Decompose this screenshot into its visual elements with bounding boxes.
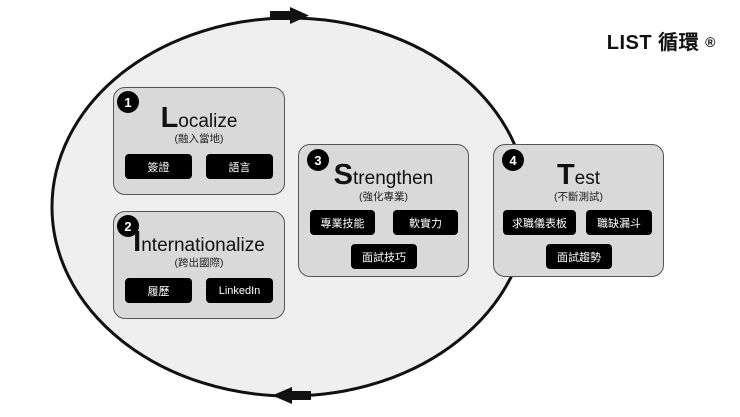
step-heading-rest: est [574,168,601,189]
step-number-badge: 4 [502,149,524,171]
title-text: LIST 循環 [606,32,700,54]
step-number-badge: 3 [307,149,329,171]
registered-mark: ® [705,34,716,50]
step-card-internationalize: 2 Internationalize (跨出國際) 履歷 LinkedIn [113,211,285,319]
step-heading-initial: T [556,159,575,191]
visa-button[interactable]: 簽證 [125,154,192,179]
step-heading: Test [494,159,663,192]
step-heading-initial: L [160,102,179,134]
step-card-localize: 1 Localize (融入當地) 簽證 語言 [113,87,285,195]
step-heading-rest: trengthen [353,168,434,189]
interview-skills-button[interactable]: 面試技巧 [351,244,417,269]
soft-skills-button[interactable]: 軟實力 [393,210,458,235]
resume-button[interactable]: 履歷 [125,278,192,303]
arrow-right-icon [270,7,309,24]
step-number-badge: 1 [117,91,139,113]
job-dashboard-button[interactable]: 求職儀表板 [503,210,576,235]
step-subtitle: (跨出國際) [174,257,224,269]
page-title: LIST 循環 ® [607,26,716,55]
step-heading-rest: ocalize [178,111,238,132]
step-heading: Strengthen [299,159,468,192]
arrow-left-icon [272,387,311,404]
step-heading: Internationalize [114,226,284,259]
step-subtitle: (融入當地) [174,133,224,145]
step-heading-initial: I [133,226,142,258]
step-number-badge: 2 [117,215,139,237]
step-subtitle: (強化專業) [359,191,408,203]
linkedin-button[interactable]: LinkedIn [206,278,273,303]
job-funnel-button[interactable]: 職缺漏斗 [586,210,652,235]
step-heading: Localize [114,102,284,135]
interview-trends-button[interactable]: 面試趨勢 [546,244,612,269]
step-card-strengthen: 3 Strengthen (強化專業) 專業技能 軟實力 面試技巧 [298,144,469,277]
language-button[interactable]: 語言 [206,154,273,179]
step-heading-rest: nternationalize [141,235,265,256]
professional-skills-button[interactable]: 專業技能 [310,210,375,235]
step-heading-initial: S [333,159,354,191]
step-card-test: 4 Test (不斷測試) 求職儀表板 職缺漏斗 面試趨勢 [493,144,664,277]
step-subtitle: (不斷測試) [554,191,603,203]
